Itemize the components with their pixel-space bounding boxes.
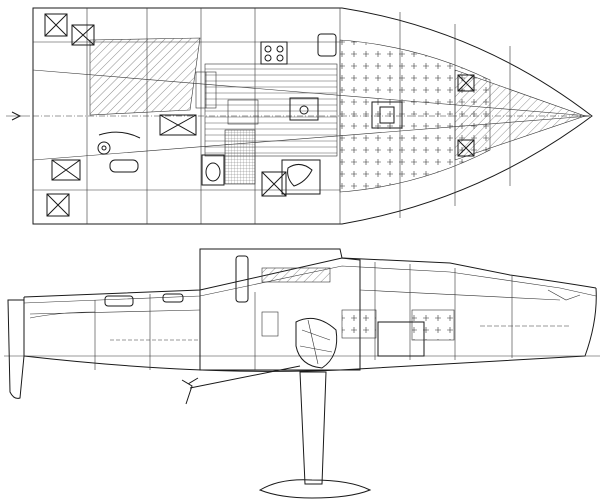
sheer-line: [23, 257, 597, 298]
cockpit: [29, 311, 96, 319]
companionway-hatch: [235, 255, 249, 303]
toilet-icon: [201, 154, 225, 186]
x-box-icon: [44, 13, 475, 217]
engine-icon: [261, 311, 338, 369]
rudder: [7, 299, 25, 399]
forward-berth-pattern: [411, 309, 455, 341]
aft-berth-port-hatch: [89, 37, 201, 116]
interior-cabinet: [377, 321, 425, 357]
porthole: [162, 293, 184, 303]
plan-view: [6, 7, 593, 225]
forward-deck-pattern: [339, 39, 491, 193]
profile-view: [4, 248, 600, 499]
bow-stem: [547, 289, 581, 301]
deckhouse: [199, 248, 361, 371]
sheer-line-inner: [23, 265, 597, 304]
hull-bottom: [23, 287, 597, 372]
porthole-aft: [104, 295, 134, 307]
companionway: [195, 71, 259, 125]
stove-icon: [260, 41, 288, 65]
forward-fixture: [371, 101, 403, 129]
fixture-icon: [97, 131, 141, 173]
propeller-shaft: [189, 365, 301, 389]
forward-cabin-pattern: [341, 309, 377, 339]
propeller-icon: [181, 377, 199, 405]
keel-fin: [299, 371, 327, 485]
centerline-arrow-icon: [11, 111, 22, 121]
galley-grid: [224, 129, 256, 185]
keel-bulb: [258, 479, 372, 499]
engine-icon: [281, 159, 321, 195]
profile-grid: [29, 262, 570, 370]
cabin-window: [261, 267, 331, 283]
sink-icon: [289, 33, 337, 121]
